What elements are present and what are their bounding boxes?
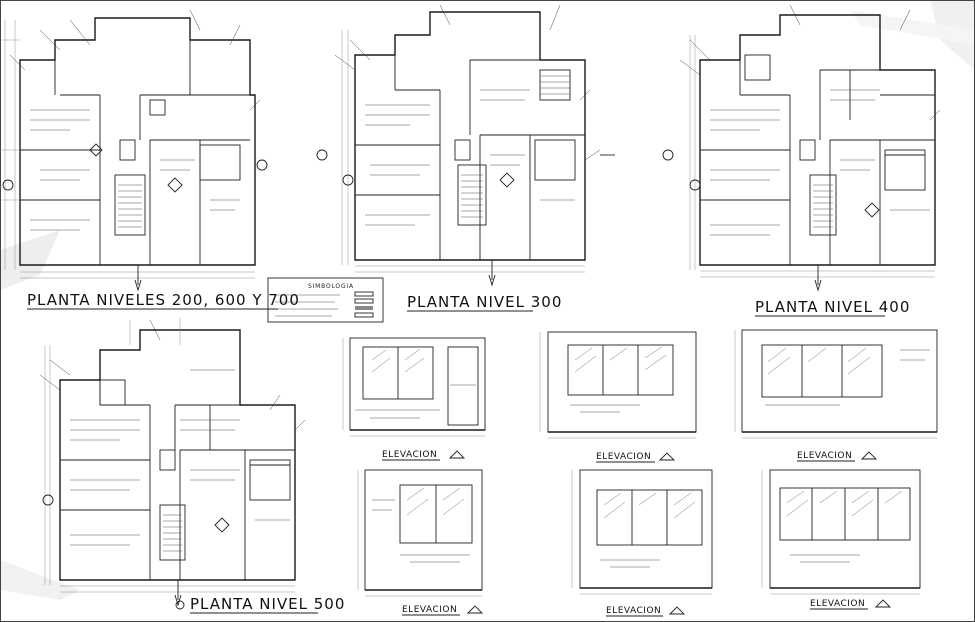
- floor-plan-nivel-300: [316, 4, 615, 287]
- svg-text:ELEVACION: ELEVACION: [606, 606, 661, 616]
- legend-box: SIMBOLOGIA: [267, 277, 384, 323]
- plan-title-200-600-700: PLANTA NIVELES 200, 600 Y 700: [27, 291, 300, 310]
- svg-text:ELEVACION: ELEVACION: [810, 599, 865, 609]
- elevation-title-2: ELEVACION: [596, 452, 676, 463]
- elevation-drawing-3: [734, 329, 938, 439]
- elevation-title-4: ELEVACION: [402, 605, 484, 616]
- elevation-drawing-4: [357, 469, 483, 597]
- legend-title: SIMBOLOGIA: [308, 283, 354, 290]
- svg-text:ELEVACION: ELEVACION: [382, 450, 437, 460]
- svg-text:ELEVACION: ELEVACION: [402, 605, 457, 615]
- svg-text:PLANTA NIVELES 200, 600 Y 700: PLANTA NIVELES 200, 600 Y 700: [27, 291, 300, 309]
- paper-smudges: [0, 0, 975, 600]
- elevation-title-5: ELEVACION: [606, 606, 686, 617]
- elevation-title-1: ELEVACION: [382, 450, 466, 461]
- elevation-drawing-2: [539, 331, 697, 439]
- plan-title-400: PLANTA NIVEL 400: [755, 298, 910, 317]
- svg-text:PLANTA NIVEL 400: PLANTA NIVEL 400: [755, 298, 910, 316]
- floor-plan-nivel-500: [39, 318, 306, 610]
- svg-text:PLANTA NIVEL 300: PLANTA NIVEL 300: [407, 293, 562, 311]
- elevation-drawing-5: [571, 469, 713, 595]
- plan-title-300: PLANTA NIVEL 300: [407, 293, 562, 312]
- elevation-drawing-1: [342, 337, 486, 437]
- elevation-title-3: ELEVACION: [797, 451, 878, 462]
- svg-text:ELEVACION: ELEVACION: [797, 451, 852, 461]
- elevation-drawing-6: [761, 469, 921, 595]
- floor-plan-nivel-400: [662, 4, 941, 292]
- elevation-title-6: ELEVACION: [810, 599, 892, 610]
- svg-text:ELEVACION: ELEVACION: [596, 452, 651, 462]
- svg-text:PLANTA NIVEL 500: PLANTA NIVEL 500: [190, 595, 345, 613]
- floor-plan-200-600-700: [0, 9, 268, 292]
- plan-title-500: PLANTA NIVEL 500: [190, 595, 345, 614]
